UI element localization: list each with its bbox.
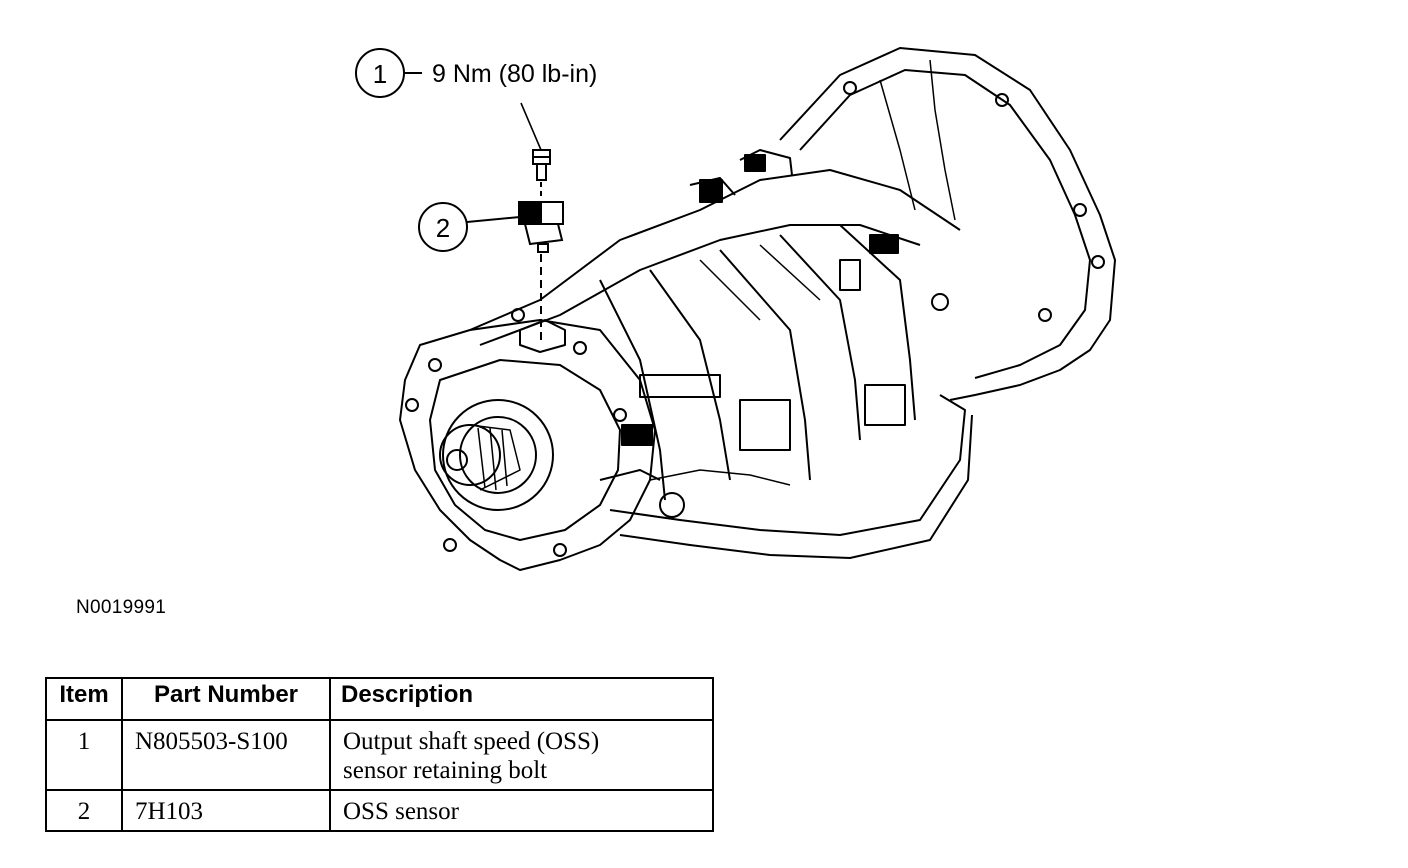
callout-1: 1 9 Nm (80 lb-in) bbox=[355, 48, 597, 98]
transmission-illustration: 1 9 Nm (80 lb-in) 2 bbox=[355, 47, 1116, 571]
row-1-description-line-1: Output shaft speed (OSS) bbox=[343, 728, 600, 755]
parts-table: Item Part Number Description 1 N805503-S… bbox=[45, 677, 714, 832]
row-2-description-line-1: OSS sensor bbox=[343, 798, 459, 825]
callout-1-number: 1 bbox=[373, 59, 387, 89]
table-row: 1 N805503-S100 Output shaft speed (OSS) … bbox=[45, 719, 714, 791]
callout-2: 2 bbox=[418, 202, 521, 252]
header-part-number: Part Number bbox=[121, 677, 331, 721]
row-2-item: 2 bbox=[45, 789, 123, 832]
header-description: Description bbox=[329, 677, 714, 721]
row-1-description: Output shaft speed (OSS) sensor retainin… bbox=[329, 719, 714, 791]
retaining-bolt-drawing bbox=[520, 102, 551, 198]
table-header-row: Item Part Number Description bbox=[45, 677, 714, 721]
row-1-item: 1 bbox=[45, 719, 123, 791]
row-2-description: OSS sensor bbox=[329, 789, 714, 832]
header-item: Item bbox=[45, 677, 123, 721]
callout-1-torque: 9 Nm (80 lb-in) bbox=[432, 60, 597, 88]
row-1-part-number: N805503-S100 bbox=[121, 719, 331, 791]
figure-id: N0019991 bbox=[76, 597, 167, 618]
table-row: 2 7H103 OSS sensor bbox=[45, 789, 714, 832]
oss-sensor-drawing bbox=[518, 201, 564, 340]
row-2-part-number: 7H103 bbox=[121, 789, 331, 832]
transmission-body bbox=[399, 47, 1116, 571]
row-1-description-line-2: sensor retaining bolt bbox=[343, 757, 548, 784]
callout-2-number: 2 bbox=[436, 213, 450, 243]
